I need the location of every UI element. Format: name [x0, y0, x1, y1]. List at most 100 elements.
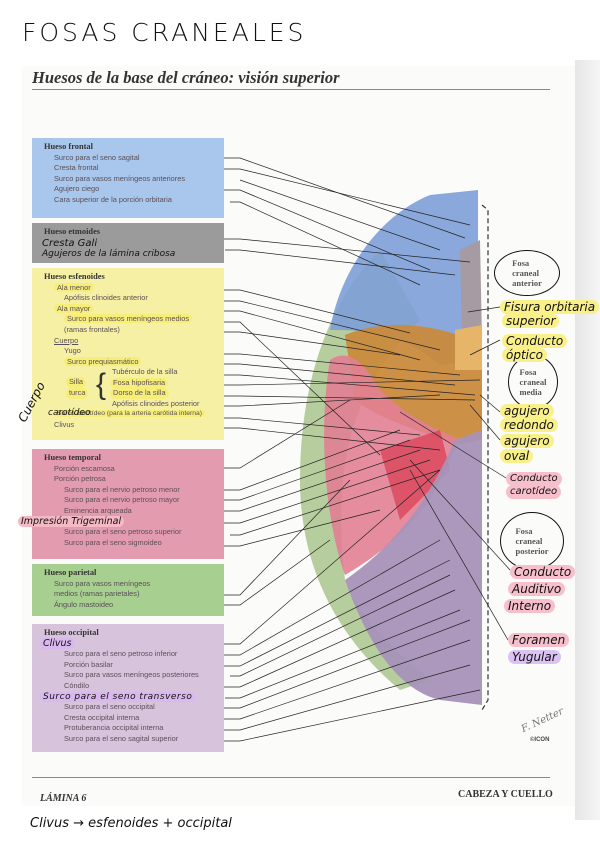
temporal-item: Eminencia arqueada	[64, 505, 132, 515]
occipital-item: Protuberancia occipital interna	[64, 723, 164, 733]
esfenoides-item: Surco para vasos meníngeos medios	[64, 314, 193, 324]
esfenoides-header: Hueso esfenoides	[44, 272, 105, 281]
esfenoides-item: Apófisis clinoides anterior	[64, 293, 148, 303]
note-foramen-yugular: Foramen	[508, 633, 570, 647]
turca-label: turca	[66, 388, 89, 399]
note-fisura-orbitaria-2: superior	[502, 314, 560, 328]
note-agujero-oval: agujero	[500, 434, 554, 448]
esfenoides-item: Ala mayor	[54, 303, 94, 313]
leader-line	[399, 411, 507, 479]
leader-line	[409, 459, 511, 571]
temporal-item: Porción escamosa	[54, 463, 115, 473]
parietal-header: Hueso parietal	[44, 568, 97, 577]
parietal-item: Surco para vasos meníngeos	[54, 578, 151, 588]
occipital-item: Surco para vasos meníngeos posteriores	[64, 670, 199, 680]
note-conducto-optico: Conducto	[502, 334, 568, 348]
legend-box-occipital: Hueso occipital Clivus Surco para el sen…	[32, 624, 224, 752]
esfenoides-item: Fosa hipofisaria	[110, 377, 169, 389]
esfenoides-item: Ala menor	[54, 282, 94, 292]
etmoides-region	[460, 240, 482, 345]
temporal-petrous	[380, 430, 450, 520]
legend-box-esfenoides: Hueso esfenoides Ala menor Apófisis clin…	[32, 268, 224, 440]
legend-box-etmoides: Hueso etmoides Cresta Gali Agujeros de l…	[32, 223, 224, 263]
leader-line	[225, 249, 456, 276]
note-foramen-yugular-2: Yugular	[508, 650, 561, 664]
leader-line	[409, 469, 509, 641]
plate-title: Huesos de la base del cráneo: visión sup…	[32, 68, 340, 87]
title-rule	[32, 89, 550, 90]
occipital-item: Cóndilo	[64, 680, 90, 690]
etmoides-header: Hueso etmoides	[44, 227, 101, 236]
parietal-item: Ángulo mastoideo	[54, 599, 114, 609]
footer-rule	[32, 777, 550, 778]
esfenoides-region	[345, 324, 482, 445]
esfenoides-item: Apófisis clinoides posterior	[112, 398, 200, 408]
etmoides-item: Cresta Gali	[42, 237, 98, 249]
frontal-item: Surco para vasos meníngeos anteriores	[54, 173, 186, 183]
note-conducto-carotideo-2: carotídeo	[506, 485, 562, 499]
frontal-header: Hueso frontal	[44, 142, 93, 151]
leader-line	[479, 394, 501, 413]
handwritten-title: FOSAS CRANEALES	[22, 18, 307, 47]
silla-turca-group: Silla turca { Tubérculo de la silla Fosa…	[44, 367, 218, 409]
note-agujero-oval-2: oval	[500, 449, 534, 463]
temporal-item: Surco para el nervio petroso menor	[64, 484, 180, 494]
occipital-item: Porción basilar	[64, 659, 113, 669]
esfenoides-item: Surco prequiasmático	[64, 356, 142, 366]
handwritten-footer-note: Clivus → esfenoides + occipital	[30, 816, 232, 831]
occipital-item: Surco para el seno transverso	[40, 691, 196, 702]
occipital-item: Surco para el seno occipital	[64, 702, 155, 712]
occipital-item: Surco para el seno petroso inferior	[64, 649, 178, 659]
leader-line	[230, 469, 441, 536]
temporal-item: Surco para el seno petroso superior	[64, 527, 182, 537]
esfenoides-item: Surco carotídeo (para la arteria carótid…	[54, 410, 206, 418]
leader-line	[469, 404, 501, 441]
esfenoides-item: (ramas frontales)	[64, 324, 120, 334]
legend-box-temporal: Hueso temporal Porción escamosa Porción …	[18, 449, 224, 559]
brace-icon: {	[96, 368, 107, 402]
parietal-item: medios (ramas parietales)	[54, 589, 140, 599]
temporal-header: Hueso temporal	[44, 453, 101, 462]
publisher-logo: ©ICON	[530, 737, 550, 743]
silla-label: Silla	[66, 377, 86, 388]
section-name: CABEZA Y CUELLO	[458, 789, 553, 800]
leader-line	[469, 339, 501, 356]
note-agujero-redondo-2: redondo	[500, 418, 558, 432]
plate-number: LÁMINA 6	[40, 793, 87, 804]
leader-line	[230, 574, 451, 677]
esfenoides-item: Yugo	[64, 346, 81, 356]
note-fisura-orbitaria: Fisura orbitaria	[500, 300, 600, 314]
esfenoides-item: Tubérculo de la silla	[112, 367, 178, 377]
temporal-item: Surco para el nervio petroso mayor	[64, 495, 180, 505]
frontal-item: Cresta frontal	[54, 163, 99, 173]
note-conducto-carotideo: Conducto	[506, 472, 562, 486]
esfenoides-item: Cuerpo	[54, 335, 79, 345]
note-conducto-auditivo-3: Interno	[504, 599, 556, 613]
note-conducto-auditivo: Conducto	[510, 565, 576, 579]
leader-line	[225, 609, 461, 699]
legend-box-frontal: Hueso frontal Surco para el seno sagital…	[32, 138, 224, 218]
midline-dashed	[481, 204, 489, 711]
temporal-item: Surco para el seno sigmoideo	[64, 537, 162, 547]
occipital-item: Clivus	[40, 637, 75, 649]
frontal-item: Surco para el seno sagital	[54, 152, 140, 162]
esfenoides-light	[455, 325, 482, 370]
legend-box-parietal: Hueso parietal Surco para vasos meníngeo…	[32, 564, 224, 616]
frontal-item: Agujero ciego	[54, 184, 100, 194]
esfenoides-item: Clivus	[54, 419, 75, 429]
note-conducto-optico-2: óptico	[502, 348, 547, 362]
leader-line	[467, 306, 501, 313]
occipital-region	[345, 430, 482, 705]
leader-line	[239, 179, 441, 251]
esfenoides-item: Dorso de la silla	[110, 388, 169, 399]
frontal-item: Cara superior de la porción orbitaria	[54, 194, 172, 204]
note-conducto-auditivo-2: Auditivo	[508, 582, 566, 596]
etmoides-item: Agujeros de la lámina cribosa	[42, 248, 176, 259]
note-agujero-redondo: agujero	[500, 404, 554, 418]
handwritten-carotideo-note: carotídeo	[48, 408, 91, 418]
occipital-header: Hueso occipital	[44, 628, 99, 637]
